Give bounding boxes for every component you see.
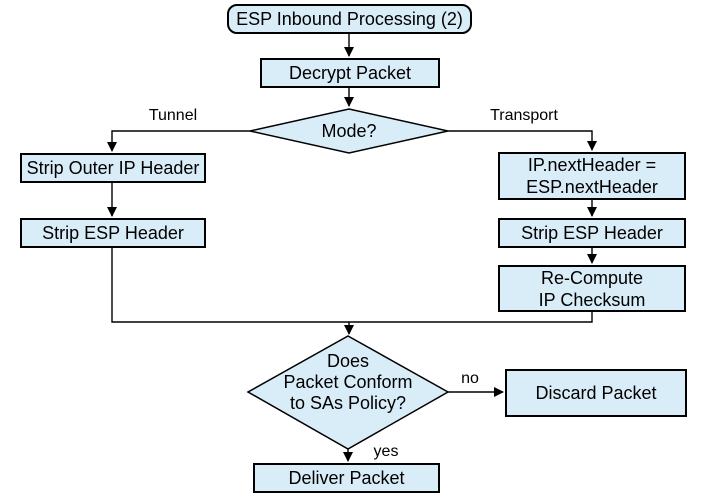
- tunnel-branch-label: Tunnel: [148, 107, 198, 124]
- yes-branch-label: yes: [373, 443, 399, 460]
- policy-decision-label: Does Packet Conform to SAs Policy?: [283, 351, 413, 413]
- edge-mode-to-ip-next-header: [448, 130, 597, 151]
- ip-next-header-node: IP.nextHeader = ESP.nextHeader: [498, 152, 686, 200]
- start-node: ESP Inbound Processing (2): [227, 4, 472, 34]
- recompute-checksum-node: Re-Compute IP Checksum: [498, 265, 686, 312]
- strip-esp-header-right-node: Strip ESP Header: [498, 218, 686, 248]
- policy-decision-diamond: [246, 335, 450, 450]
- strip-esp-header-left-node: Strip ESP Header: [20, 218, 206, 248]
- deliver-packet-node: Deliver Packet: [253, 463, 440, 493]
- mode-decision-label: Mode?: [321, 121, 377, 141]
- mode-decision-diamond: [249, 108, 449, 154]
- edge-mode-to-strip-outer-ip: [107, 130, 250, 152]
- no-branch-label: no: [461, 370, 479, 387]
- discard-packet-node: Discard Packet: [505, 369, 687, 417]
- transport-branch-label: Transport: [490, 107, 558, 124]
- edge-branch-merge: [111, 248, 593, 323]
- strip-outer-ip-header-node: Strip Outer IP Header: [20, 153, 206, 183]
- decrypt-packet-node: Decrypt Packet: [260, 58, 440, 88]
